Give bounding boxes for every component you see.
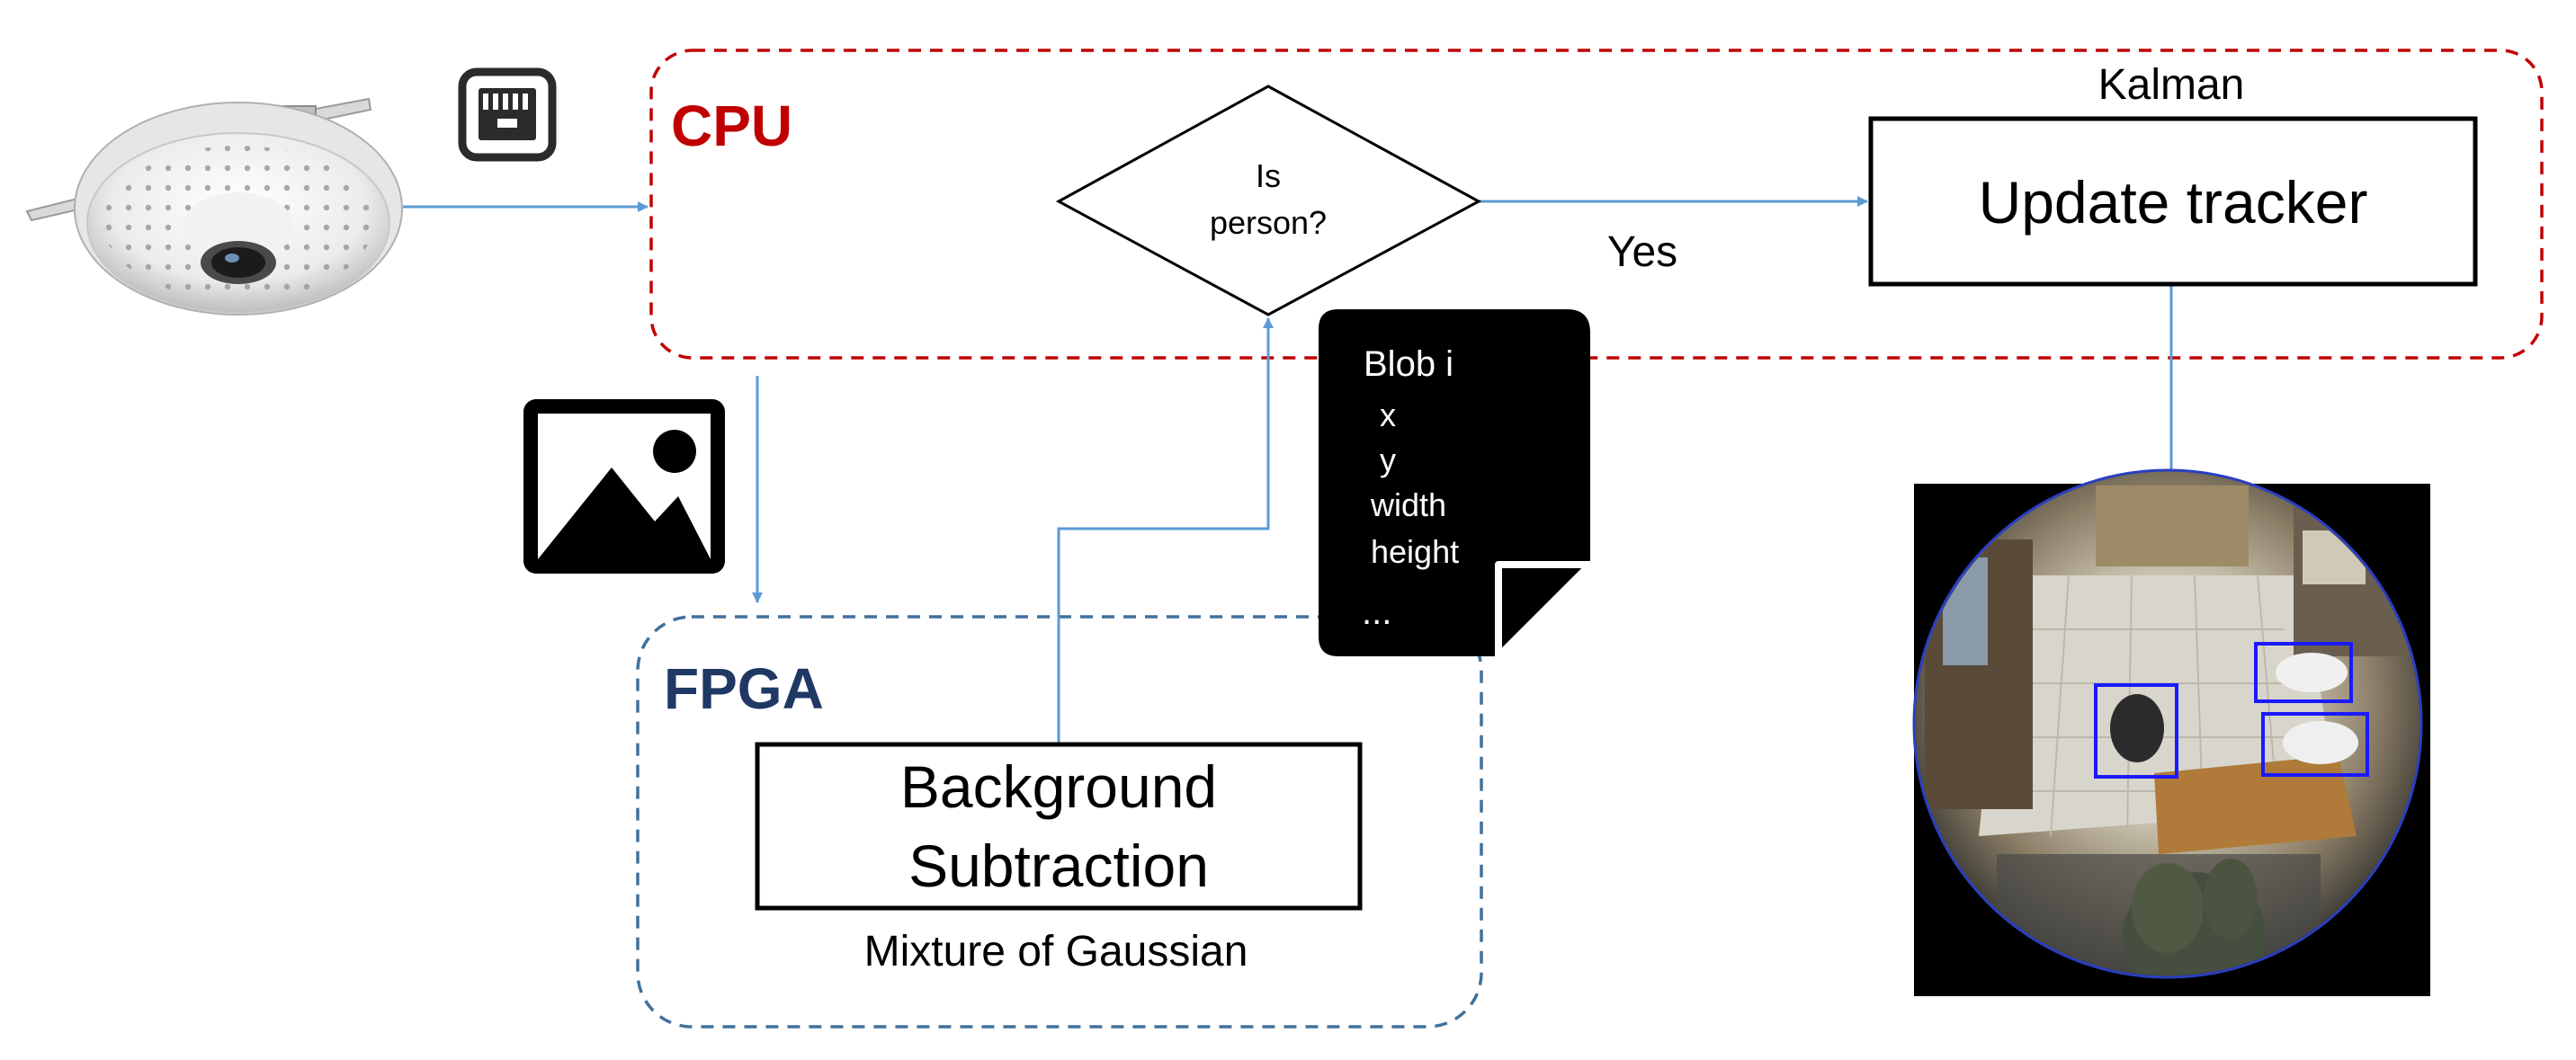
fisheye-camera-icon — [25, 97, 403, 316]
blob-field-ellipsis: ... — [1362, 592, 1391, 632]
blob-field-width: width — [1370, 486, 1446, 523]
background-subtraction-line1: Background — [900, 753, 1217, 820]
cpu-label: CPU — [671, 94, 792, 158]
detection-box — [2261, 712, 2369, 777]
blob-title: Blob i — [1364, 344, 1453, 384]
blob-field-height: height — [1371, 533, 1459, 570]
detection-box — [2094, 683, 2178, 779]
update-tracker-label: Update tracker — [1979, 169, 2368, 236]
background-subtraction-line2: Subtraction — [908, 833, 1209, 899]
fisheye-output-image — [1912, 468, 2430, 996]
yes-label: Yes — [1607, 228, 1677, 276]
arrows — [403, 196, 2177, 743]
kalman-caption: Kalman — [2098, 61, 2245, 109]
mixture-of-gaussian-caption: Mixture of Gaussian — [864, 928, 1248, 975]
update-tracker-node: Kalman Update tracker — [1868, 61, 2478, 287]
ethernet-port-icon — [458, 67, 557, 162]
blob-field-x: x — [1380, 396, 1396, 433]
cpu-region: CPU — [649, 49, 2544, 360]
decision-line1: Is — [1256, 157, 1281, 194]
image-icon — [523, 399, 725, 574]
background-subtraction-node: Background Subtraction Mixture of Gaussi… — [755, 742, 1363, 975]
detection-box — [2254, 642, 2353, 703]
arrow-fpga-to-decision — [1057, 317, 1274, 743]
blob-field-y: y — [1380, 441, 1396, 478]
fpga-label: FPGA — [664, 656, 824, 721]
blob-document: Blob i x y width height ... — [1319, 309, 1594, 660]
decision-line2: person? — [1210, 204, 1327, 241]
is-person-decision: Is person? — [1055, 85, 1482, 316]
